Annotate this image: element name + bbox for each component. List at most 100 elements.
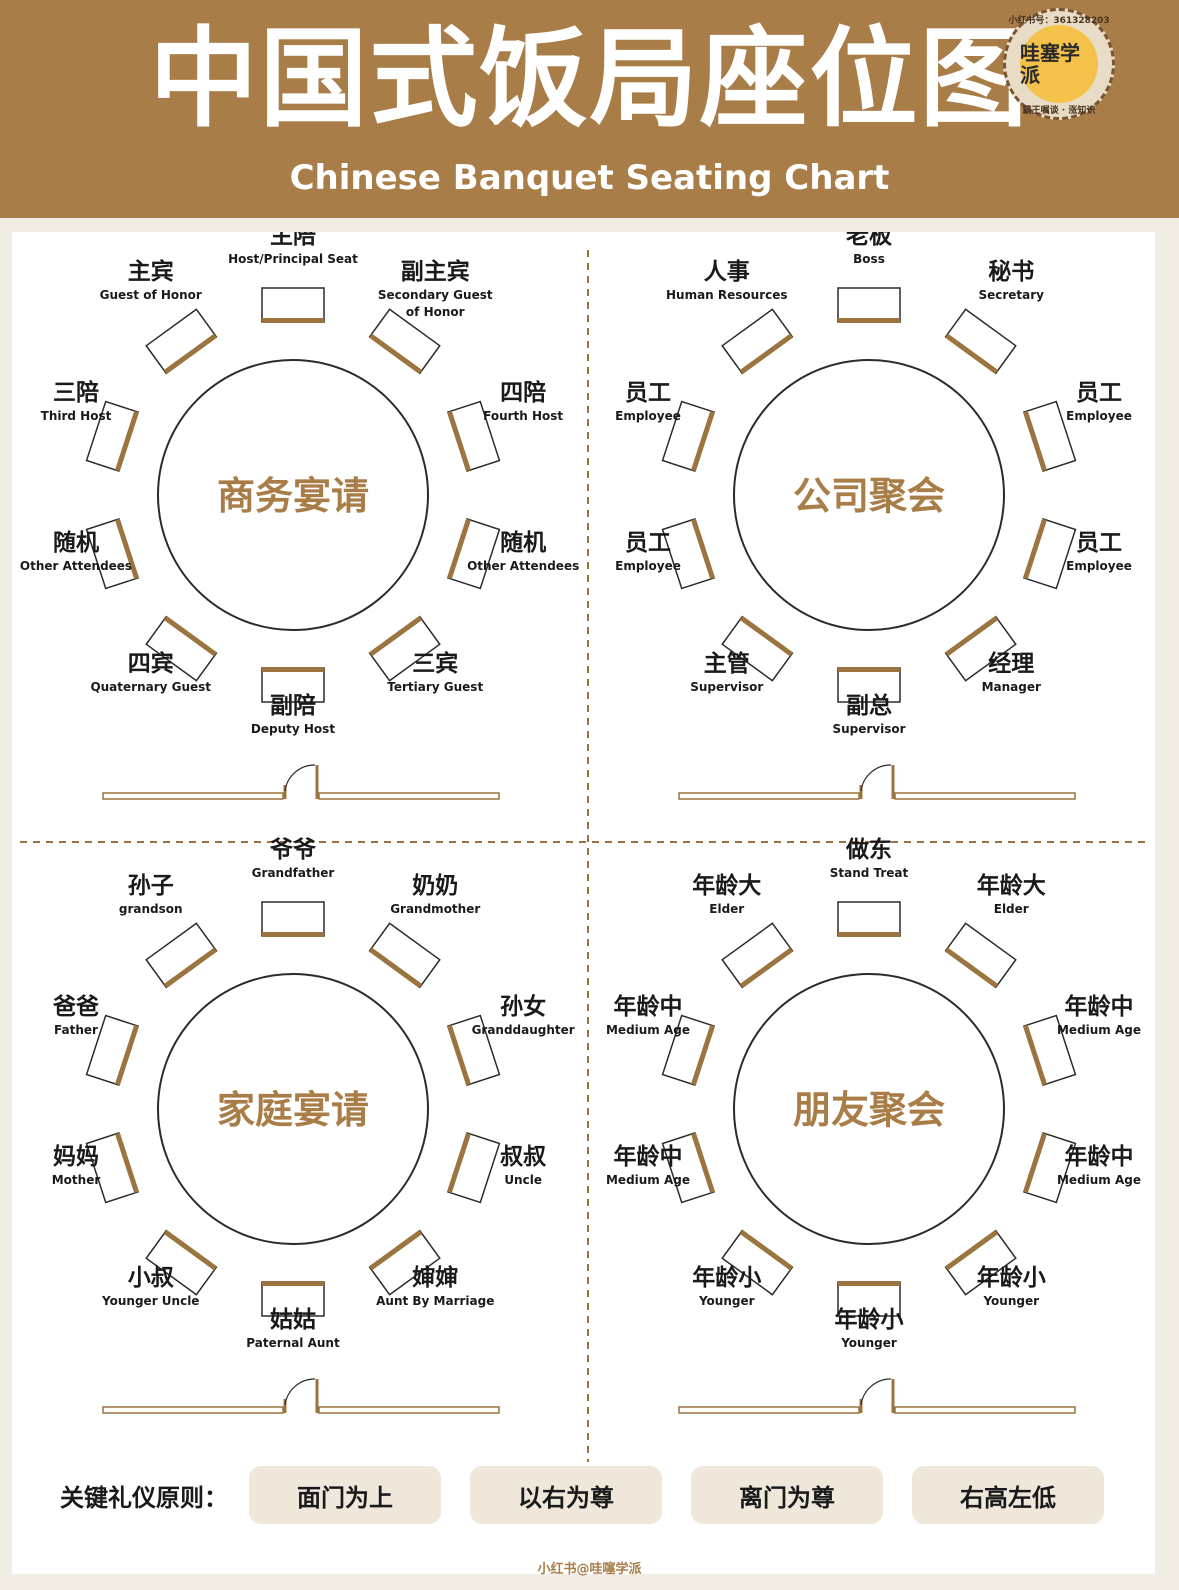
seat-back-accent	[945, 1229, 999, 1271]
seat-back-accent	[369, 947, 423, 989]
table-4-seat-4-label-zh: 年龄中	[1065, 1143, 1134, 1170]
table-1-seat-5-label-en: Tertiary Guest	[387, 680, 483, 694]
seat-back-accent	[691, 518, 715, 580]
seat-back-accent	[739, 333, 793, 375]
table-1-seat-3	[447, 400, 501, 472]
seat-back-accent	[691, 1132, 715, 1194]
table-1-seat-2-label-en: Secondary Guest	[378, 288, 493, 302]
table-2-seat-2-label-zh: 秘书	[988, 258, 1034, 285]
footer-watermark: 小红书@哇噻学派	[537, 1562, 642, 1577]
table-3-seat-8	[85, 1132, 139, 1204]
page-title: 中国式饭局座位图	[149, 17, 1030, 142]
table-4-seat-8-label-en: Medium Age	[606, 1173, 690, 1187]
table-3-seat-3-label-zh: 孙女	[500, 993, 546, 1020]
table-1-seat-4-label-en: Other Attendees	[467, 559, 579, 573]
table-3-seat-2-label-zh: 奶奶	[412, 873, 458, 899]
table-1-seat-6-label-en: Deputy Host	[251, 722, 335, 736]
table-2-seat-8	[661, 518, 715, 590]
table-2-seat-7	[721, 615, 794, 682]
table-1-seat-10-label-en: Guest of Honor	[100, 288, 202, 302]
table-2-seat-2	[944, 308, 1017, 375]
logo-text: 哇塞学派	[1020, 25, 1098, 103]
table-2-seat-10	[721, 308, 794, 375]
table-3-seat-4-label-zh: 叔叔	[500, 1144, 547, 1170]
table-4-seat-10-label-zh: 年龄大	[692, 872, 761, 899]
table-2-seat-4-label-zh: 员工	[1076, 530, 1122, 556]
seat-back-accent	[838, 1281, 900, 1286]
seat-back-accent	[739, 1229, 793, 1271]
table-4-seat-8-label-zh: 年龄中	[614, 1143, 683, 1170]
table-1-seat-1-label-en: Host/Principal Seat	[228, 252, 358, 266]
seat-back-accent	[163, 1229, 217, 1271]
table-1-seat-10-label-zh: 主宾	[128, 258, 174, 285]
table-2-seat-5	[944, 615, 1017, 682]
table-2-seat-1-label-en: Boss	[853, 252, 885, 266]
seat-back-accent	[163, 615, 217, 657]
table-2-seat-3	[1023, 400, 1077, 472]
table-2-seat-5-label-en: Manager	[982, 680, 1041, 694]
table-1-seat-8-label-en: Other Attendees	[20, 559, 132, 573]
table-2-seat-8-label-en: Employee	[615, 559, 681, 573]
table-3-seat-10-label-zh: 孙子	[128, 873, 174, 899]
table-2-seat-4-label-en: Employee	[1066, 559, 1132, 573]
seat-chair	[261, 287, 325, 323]
table-2-seat-1-label-zh: 老板	[845, 232, 893, 249]
table-4-seat-7-label-zh: 年龄小	[692, 1264, 761, 1291]
table-2-door-swing-arc	[860, 764, 892, 792]
table-2-seat-1	[837, 287, 901, 323]
table-2-seat-3-label-zh: 员工	[1076, 380, 1122, 406]
seat-back-accent	[262, 932, 324, 937]
table-1-seat-1	[261, 287, 325, 323]
table-4-seat-6	[837, 1281, 901, 1317]
seat-back-accent	[369, 1229, 423, 1271]
seat-chair	[261, 667, 325, 703]
table-2-name: 公司聚会	[793, 474, 945, 518]
table-1-seat-4	[447, 518, 501, 590]
table-1-seat-7-label-zh: 四宾	[128, 650, 174, 677]
seat-back-accent	[115, 518, 139, 580]
seat-back-accent	[115, 1132, 139, 1194]
table-2-seat-6	[837, 667, 901, 703]
table-4-seat-6-label-en: Younger	[840, 1336, 897, 1350]
table-3-seat-4-label-en: Uncle	[504, 1173, 542, 1187]
table-1-seat-5-label-zh: 三宾	[412, 650, 458, 677]
seat-chair	[837, 667, 901, 703]
table-4-wall-right	[894, 1406, 1076, 1414]
logo-ring-top-text: 小红书号：361328203	[1008, 16, 1110, 26]
table-1-seat-3-label-en: Fourth Host	[483, 409, 563, 423]
table-2-seat-10-label-zh: 人事	[704, 259, 750, 285]
table-2-wall-right	[894, 792, 1076, 800]
principle-face-door: 面门为上	[249, 1466, 441, 1524]
seat-back-accent	[447, 410, 471, 472]
table-2-circle	[733, 359, 1005, 631]
table-1-seat-8-label-zh: 随机	[53, 529, 99, 556]
table-3-seat-2-label-en: Grandmother	[390, 902, 480, 916]
table-4-seat-9	[661, 1014, 715, 1086]
seat-back-accent	[945, 615, 999, 657]
seat-back-accent	[447, 518, 471, 580]
table-1-seat-5	[368, 615, 441, 682]
table-4-seat-4	[1023, 1132, 1077, 1204]
table-3-seat-3-label-en: Granddaughter	[472, 1023, 575, 1037]
table-3-seat-5-label-zh: 婶婶	[412, 1264, 458, 1291]
table-1-seat-2	[368, 308, 441, 375]
table-3-wall-left	[102, 1406, 284, 1414]
logo-badge: 小红书号：361328203 哇塞学派 霸王嘱谈 · 涨知识	[1003, 8, 1115, 120]
seat-back-accent	[369, 333, 423, 375]
logo-ring-bottom-text: 霸王嘱谈 · 涨知识	[1022, 106, 1096, 116]
table-4-seat-4-label-en: Medium Age	[1057, 1173, 1141, 1187]
principle-away-from-door: 离门为尊	[691, 1466, 883, 1524]
table-4-seat-5	[944, 1229, 1017, 1296]
table-4-seat-1	[837, 901, 901, 937]
header-banner: 中国式饭局座位图 Chinese Banquet Seating Chart 小…	[0, 0, 1179, 218]
table-2-seat-9-label-en: Employee	[615, 409, 681, 423]
table-3-seat-7	[145, 1229, 218, 1296]
table-1-circle	[157, 359, 429, 631]
table-1-door-swing-arc	[284, 764, 316, 792]
table-1-seat-10	[145, 308, 218, 375]
principle-right-honored: 以右为尊	[470, 1466, 662, 1524]
seat-chair	[837, 287, 901, 323]
seat-back-accent	[163, 333, 217, 375]
